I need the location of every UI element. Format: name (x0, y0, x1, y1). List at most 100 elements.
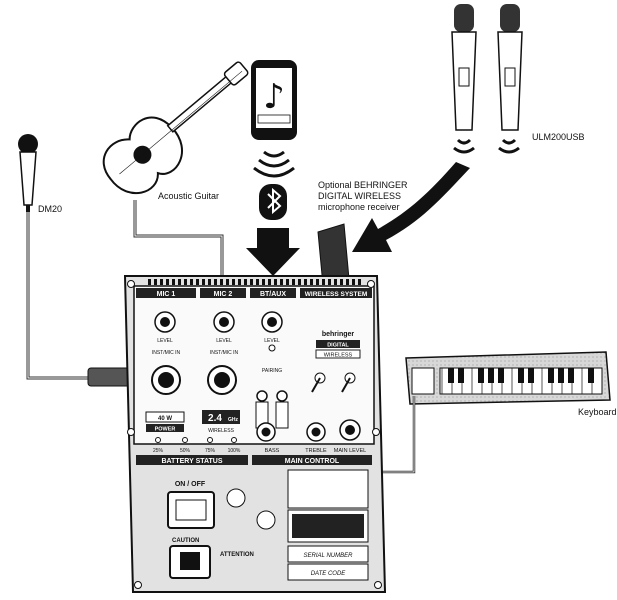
battery-100: 100% (228, 448, 241, 454)
vent-slot (280, 279, 283, 285)
ghz-label: GHz (228, 417, 239, 423)
mic1-level-knob[interactable] (154, 311, 176, 333)
bt-status-led (268, 344, 276, 352)
mic1-input-label: INST/MIC IN (152, 350, 181, 356)
brand-logo: behringer (322, 331, 355, 338)
vent-slot (226, 279, 229, 285)
panel-screws (127, 280, 382, 589)
vent-slot (238, 279, 241, 285)
treble-knob[interactable] (306, 422, 326, 442)
vent-slot (214, 279, 217, 285)
vent-slot (304, 279, 307, 285)
battery-25: 25% (153, 448, 164, 454)
vent-slot (220, 279, 223, 285)
acoustic-guitar-label: Acoustic Guitar (158, 191, 220, 201)
vent-slots (148, 279, 361, 285)
black-key (558, 368, 564, 383)
mic2-level-label: LEVEL (216, 338, 232, 344)
vent-slot (328, 279, 331, 285)
vent-slot (268, 279, 271, 285)
vent-slot (340, 279, 343, 285)
mic2-header: MIC 2 (214, 291, 233, 298)
vent-slot (250, 279, 253, 285)
wireless-system-header: WIRELESS SYSTEM (305, 291, 367, 298)
keyboard-keys (441, 368, 594, 394)
regulatory-icons (226, 488, 276, 530)
power-switch[interactable] (167, 491, 215, 529)
black-key (568, 368, 574, 383)
wireless-badge: WIRELESS (208, 428, 235, 434)
vent-slot (298, 279, 301, 285)
serial-number-label: SERIAL NUMBER (304, 553, 354, 559)
black-key (458, 368, 464, 383)
attention-label: ATTENTION (220, 552, 254, 558)
keyboard (405, 351, 611, 405)
date-code-label: DATE CODE (311, 571, 347, 577)
mic2-input-label: INST/MIC IN (210, 350, 239, 356)
vent-slot (334, 279, 337, 285)
mic1-level-label: LEVEL (157, 338, 173, 344)
battery-50: 50% (180, 448, 191, 454)
black-key (498, 368, 504, 383)
caution-label: CAUTION (172, 538, 199, 544)
vent-slot (184, 279, 187, 285)
receiver-label-line2: DIGITAL WIRELESS (318, 191, 402, 201)
bt-aux-header: BT/AUX (260, 291, 286, 298)
vent-slot (358, 279, 361, 285)
wireless-microphone-1 (451, 4, 477, 131)
black-key (528, 368, 534, 383)
digital-label: DIGITAL (327, 343, 349, 349)
black-key (518, 368, 524, 383)
vent-slot (316, 279, 319, 285)
vent-slot (172, 279, 175, 285)
main-level-knob[interactable] (339, 419, 361, 441)
vent-slot (208, 279, 211, 285)
aux-rca-connectors[interactable] (255, 390, 289, 429)
vent-slot (154, 279, 157, 285)
bluetooth-icon (259, 184, 287, 220)
mic2-combo-jack[interactable] (207, 365, 237, 395)
band-label: 2.4 (208, 413, 222, 424)
vent-slot (178, 279, 181, 285)
battery-75: 75% (205, 448, 216, 454)
bt-aux-level-label: LEVEL (264, 338, 280, 344)
bt-aux-level-knob[interactable] (261, 311, 283, 333)
ulm200usb-label: ULM200USB (532, 132, 585, 142)
treble-label: TREBLE (305, 448, 327, 454)
mic1-combo-jack[interactable] (151, 365, 181, 395)
black-key (588, 368, 594, 383)
mic2-level-knob[interactable] (213, 311, 235, 333)
receiver-label-line3: microphone receiver (318, 202, 400, 212)
on-off-label: ON / OFF (175, 481, 206, 488)
main-level-label: MAIN LEVEL (334, 448, 366, 454)
wireless-microphone-2 (497, 4, 523, 131)
bass-label: BASS (265, 448, 280, 454)
iec-power-socket[interactable] (169, 545, 211, 579)
vent-slot (232, 279, 235, 285)
vent-slot (148, 279, 151, 285)
mic1-header: MIC 1 (157, 291, 176, 298)
vent-slot (202, 279, 205, 285)
vent-slot (190, 279, 193, 285)
vent-slot (346, 279, 349, 285)
vent-slot (286, 279, 289, 285)
vent-slot (292, 279, 295, 285)
wireless-channel-switches[interactable] (311, 372, 356, 393)
smartphone: ♪ (251, 60, 297, 140)
vent-slot (322, 279, 325, 285)
bass-knob[interactable] (256, 422, 276, 442)
dm20-label: DM20 (38, 204, 63, 214)
power-label: POWER (155, 427, 176, 433)
vent-slot (244, 279, 247, 285)
pairing-label: PAIRING (262, 368, 282, 374)
black-key (488, 368, 494, 383)
black-key (548, 368, 554, 383)
vent-slot (256, 279, 259, 285)
vent-slot (310, 279, 313, 285)
black-key (478, 368, 484, 383)
svg-text:♪: ♪ (263, 77, 285, 117)
receiver-label-line1: Optional BEHRINGER (318, 180, 408, 190)
vent-slot (166, 279, 169, 285)
battery-leds (155, 437, 237, 443)
